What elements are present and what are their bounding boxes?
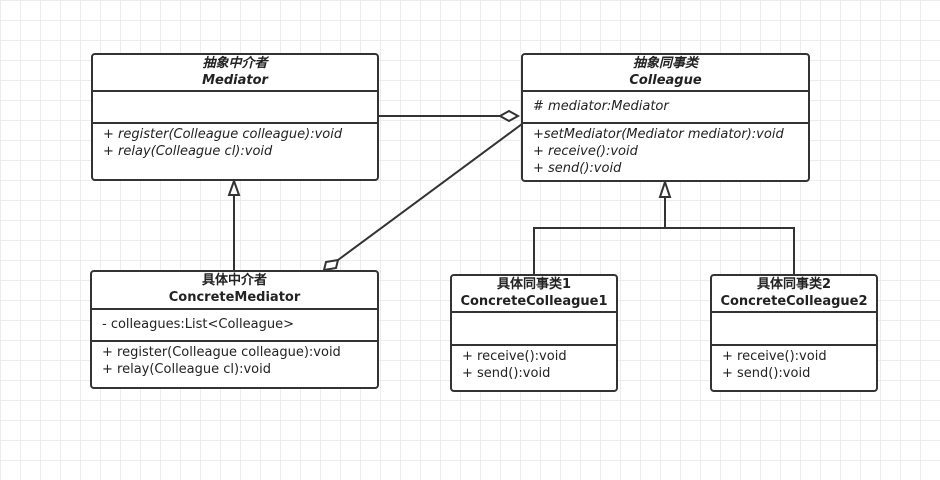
class-operations-concrete-colleague2: + receive():void + send():void	[712, 344, 876, 390]
class-name: ConcreteColleague2	[720, 294, 868, 309]
class-operation: + receive():void	[533, 144, 638, 159]
generalization-line-concretecolleague1	[533, 227, 665, 275]
class-header-concrete-colleague2: 具体同事类2 ConcreteColleague2	[712, 276, 876, 311]
class-operation: + register(Colleague colleague):void	[102, 345, 341, 360]
generalization-line-concretecolleague2	[665, 227, 795, 275]
class-attribute: # mediator:Mediator	[533, 99, 669, 114]
aggregation-diamond-concretemediator	[322, 258, 340, 272]
class-name: Mediator	[202, 73, 268, 88]
class-operations-colleague: +setMediator(Mediator mediator):void + r…	[523, 122, 808, 180]
class-operation: +setMediator(Mediator mediator):void	[533, 127, 784, 142]
class-operation: + send():void	[533, 161, 622, 176]
class-stereotype: 具体同事类2	[756, 277, 832, 292]
class-operations-concrete-colleague1: + receive():void + send():void	[452, 344, 616, 390]
class-box-concrete-colleague2: 具体同事类2 ConcreteColleague2 + receive():vo…	[710, 274, 878, 392]
aggregation-diamond-colleague	[497, 109, 521, 123]
class-stereotype: 抽象中介者	[202, 56, 268, 71]
class-attributes-concrete-colleague1	[452, 311, 616, 344]
class-header-concrete-mediator: 具体中介者 ConcreteMediator	[92, 272, 377, 308]
class-attributes-concrete-mediator: - colleagues:List<Colleague>	[92, 308, 377, 340]
class-box-concrete-mediator: 具体中介者 ConcreteMediator - colleagues:List…	[90, 270, 379, 389]
class-operations-mediator: + register(Colleague colleague):void + r…	[93, 122, 377, 179]
class-attribute: - colleagues:List<Colleague>	[102, 317, 294, 332]
class-operation: + register(Colleague colleague):void	[103, 127, 343, 142]
class-operation: + receive():void	[462, 349, 567, 364]
class-stereotype: 抽象同事类	[632, 56, 698, 71]
generalization-arrow-mediator	[227, 178, 241, 196]
class-box-colleague: 抽象同事类 Colleague # mediator:Mediator +set…	[521, 53, 810, 182]
class-attributes-concrete-colleague2	[712, 311, 876, 344]
generalization-arrow-colleague	[658, 178, 672, 198]
class-operation: + receive():void	[722, 349, 827, 364]
class-box-mediator: 抽象中介者 Mediator + register(Colleague coll…	[91, 53, 379, 181]
aggregation-line-concretemediator-colleague	[337, 123, 523, 261]
class-name: ConcreteColleague1	[460, 294, 608, 309]
class-stereotype: 具体同事类1	[496, 277, 572, 292]
class-operation: + send():void	[722, 366, 811, 381]
class-stereotype: 具体中介者	[201, 273, 267, 288]
class-name: ConcreteMediator	[168, 290, 301, 305]
class-header-concrete-colleague1: 具体同事类1 ConcreteColleague1	[452, 276, 616, 311]
class-box-concrete-colleague1: 具体同事类1 ConcreteColleague1 + receive():vo…	[450, 274, 618, 392]
class-attributes-colleague: # mediator:Mediator	[523, 90, 808, 122]
class-operation: + send():void	[462, 366, 551, 381]
class-operation: + relay(Colleague cl):void	[102, 362, 271, 377]
class-header-mediator: 抽象中介者 Mediator	[93, 55, 377, 90]
class-operations-concrete-mediator: + register(Colleague colleague):void + r…	[92, 340, 377, 387]
class-header-colleague: 抽象同事类 Colleague	[523, 55, 808, 90]
class-attributes-mediator	[93, 90, 377, 122]
class-name: Colleague	[629, 73, 702, 88]
class-operation: + relay(Colleague cl):void	[103, 144, 273, 159]
